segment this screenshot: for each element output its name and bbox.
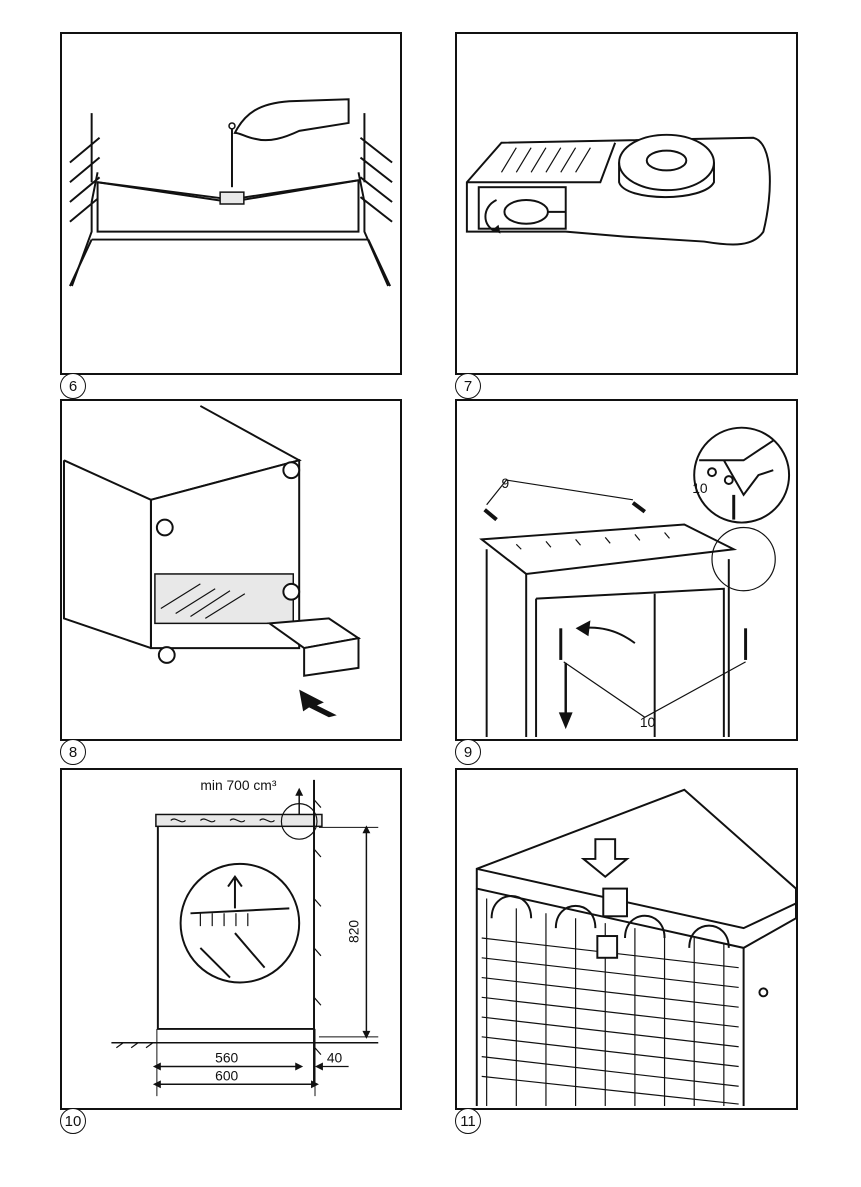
foot-icon (159, 647, 175, 663)
figure-11-number: 11 (455, 1108, 481, 1134)
figure-6-number: 6 (60, 373, 86, 399)
drain-hole (220, 192, 244, 204)
figure-9-panel: 9 10 10 (455, 399, 798, 741)
clip-icon (597, 936, 617, 958)
figure-7-illustration (457, 34, 796, 373)
inner-width-dimension: 560 (215, 1050, 238, 1066)
figure-10-illustration: min 700 cm³ 820 560 600 40 (62, 770, 400, 1108)
worktop (477, 790, 796, 948)
figure-11-panel (455, 768, 798, 1110)
figure-10-panel: min 700 cm³ 820 560 600 40 (60, 768, 402, 1110)
figure-9-number: 9 (455, 739, 481, 765)
figure-6-panel (60, 32, 402, 375)
worktop (156, 814, 322, 826)
pull-arrow-icon (299, 690, 337, 718)
figure-8-illustration (62, 401, 400, 739)
figure-8-number: 8 (60, 739, 86, 765)
figure-11-illustration (457, 770, 796, 1108)
gap-dimension: 40 (327, 1050, 343, 1066)
figure-6-illustration (62, 34, 400, 373)
clip-icon (603, 889, 627, 917)
height-dimension: 820 (345, 920, 361, 943)
figure-7-number: 7 (455, 373, 481, 399)
foot-icon (283, 584, 299, 600)
foot-icon (283, 462, 299, 478)
condenser-grille (482, 896, 739, 1106)
figure-8-panel (60, 399, 402, 741)
screw-label-10: 10 (640, 714, 656, 730)
screw-label-9: 9 (501, 475, 509, 491)
hand-icon (235, 99, 349, 140)
outer-width-dimension: 600 (215, 1067, 238, 1083)
ventilation-detail-inset (181, 864, 300, 983)
light-bulb-icon (504, 200, 547, 224)
down-arrow-icon (559, 712, 573, 729)
worktop (482, 525, 734, 574)
foot-icon (157, 520, 173, 536)
figure-7-panel (455, 32, 798, 375)
inset-label-10: 10 (692, 480, 708, 496)
ventilation-label: min 700 cm³ (200, 777, 276, 793)
figure-9-illustration: 9 10 10 (457, 401, 796, 739)
figure-10-number: 10 (60, 1108, 86, 1134)
